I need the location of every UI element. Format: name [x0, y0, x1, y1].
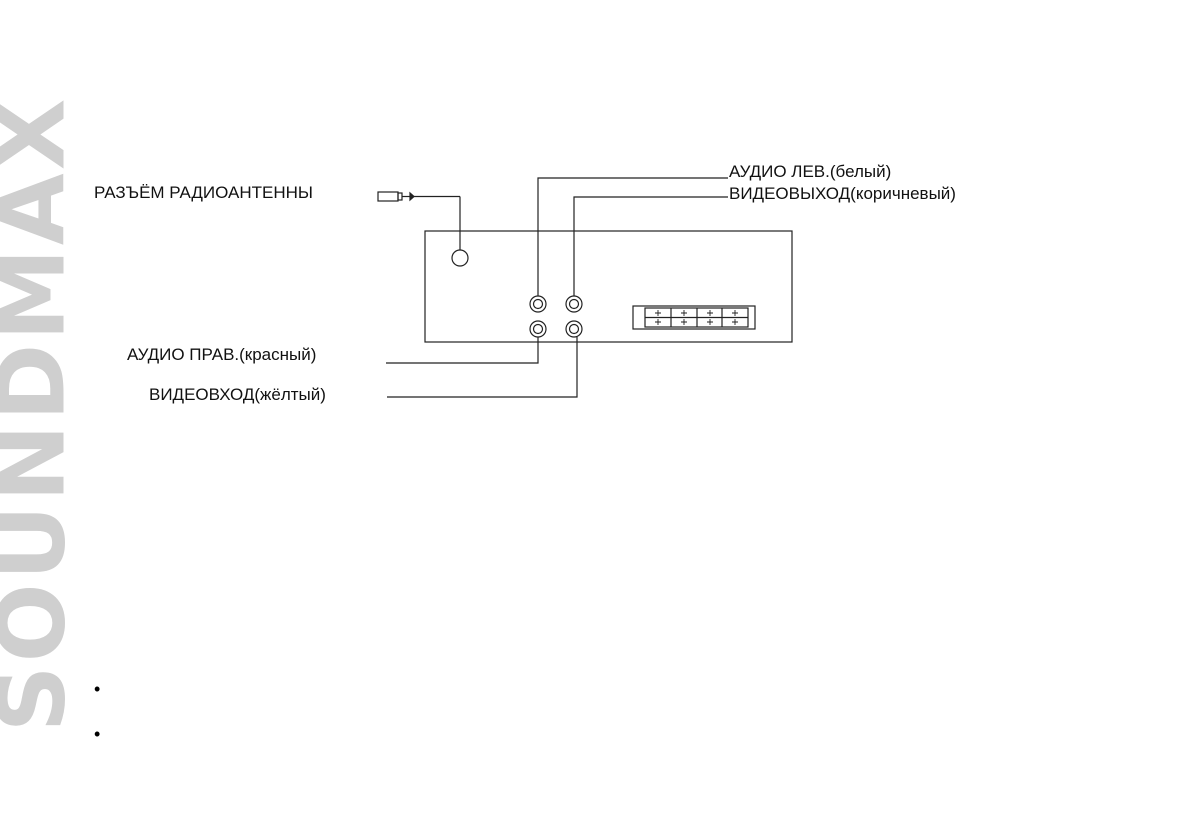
- leader-audio-right: [386, 337, 539, 364]
- antenna-connector-label: РАЗЪЁМ РАДИОАНТЕННЫ: [94, 183, 313, 202]
- bullet-point: •: [94, 679, 101, 699]
- video-in-label: ВИДЕОВХОД(жёлтый): [149, 385, 326, 404]
- unit-rear-panel: [424, 230, 793, 343]
- rca-jack-video-in: [565, 320, 583, 338]
- leader-audio-left: [537, 177, 728, 296]
- rca-jack-video-out: [565, 295, 583, 313]
- leader-video-out: [573, 196, 728, 296]
- rca-jack-audio-left: [529, 295, 547, 313]
- antenna-socket: [451, 249, 469, 267]
- video-out-label: ВИДЕОВЫХОД(коричневый): [729, 184, 956, 203]
- terminal-block: [632, 305, 756, 330]
- leader-video-in: [387, 337, 578, 398]
- audio-left-label: АУДИО ЛЕВ.(белый): [729, 162, 892, 181]
- audio-right-label: АУДИО ПРАВ.(красный): [127, 345, 317, 364]
- rca-jack-audio-right: [529, 320, 547, 338]
- bullet-point: •: [94, 724, 101, 744]
- antenna-plug-icon: [377, 191, 461, 250]
